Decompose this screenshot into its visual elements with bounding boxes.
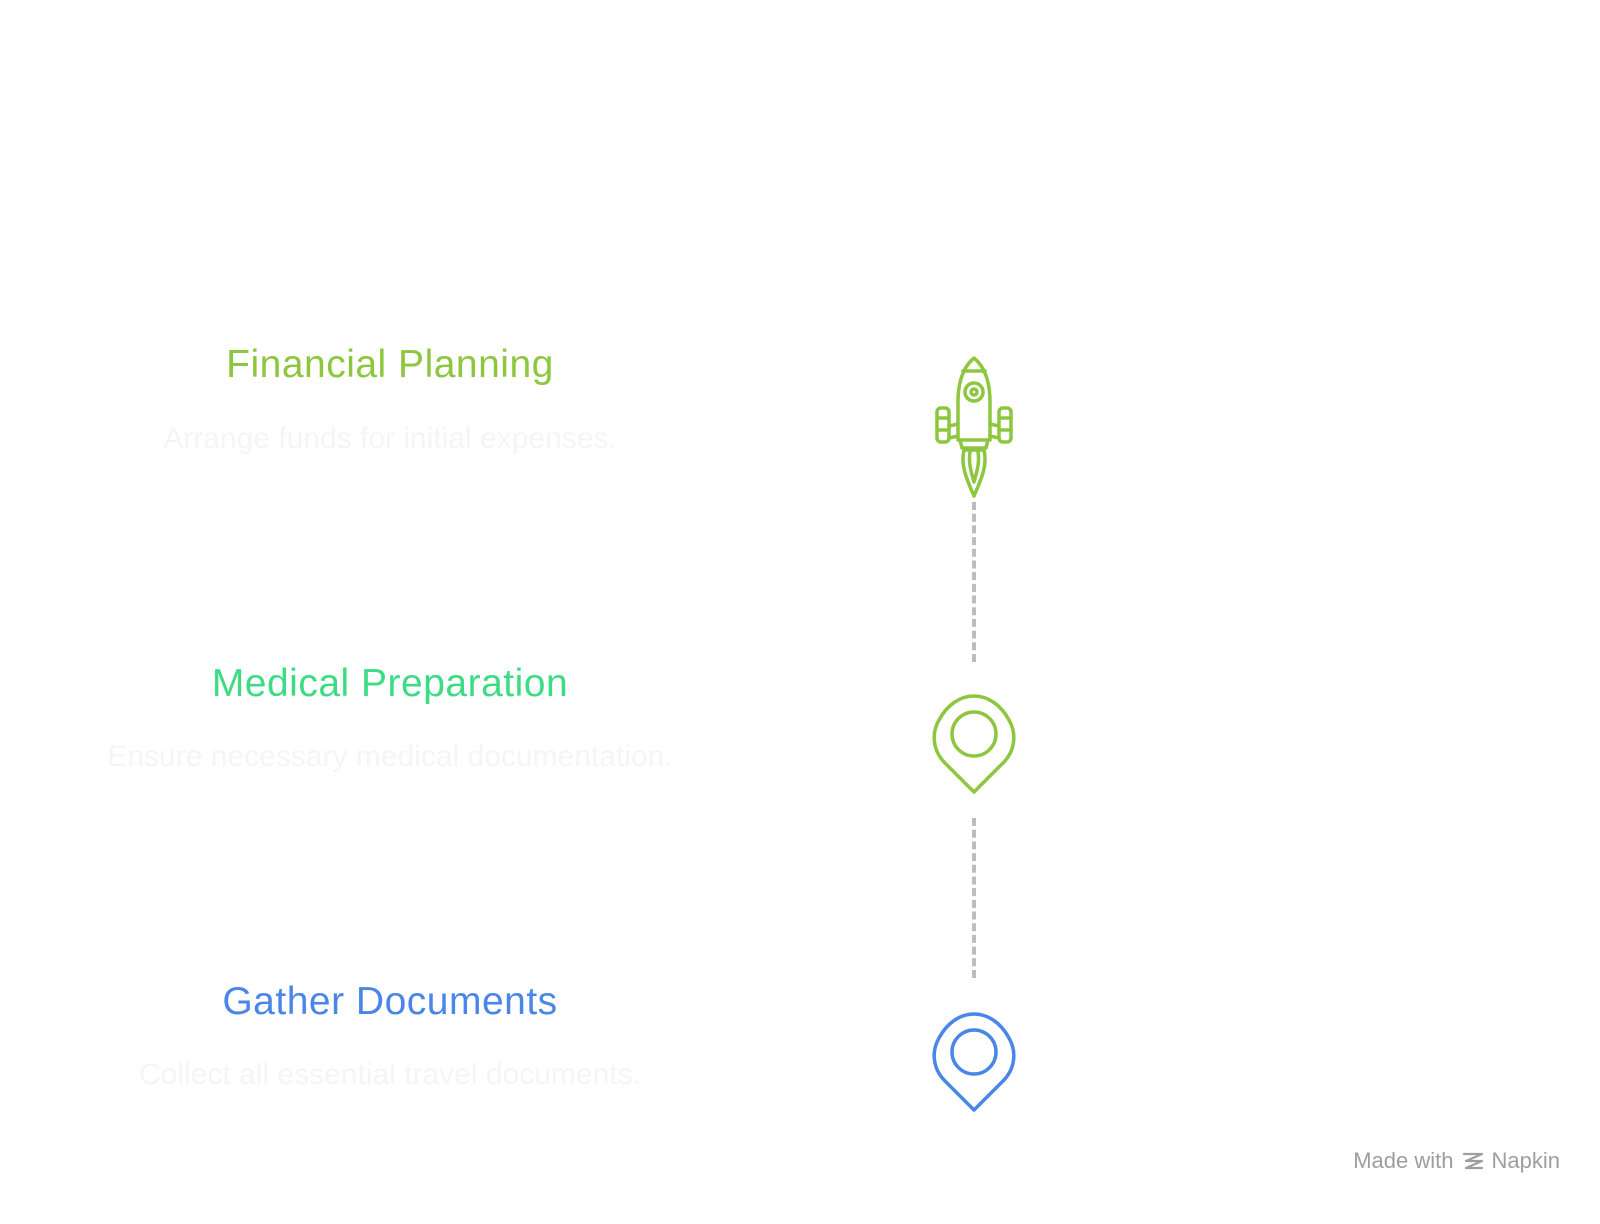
step-description-financial-planning: Arrange funds for initial expenses. — [163, 422, 617, 455]
location-pin-icon — [929, 1008, 1019, 1114]
location-pin-icon — [929, 690, 1019, 796]
step-title-medical-preparation: Medical Preparation — [211, 662, 569, 705]
step-title-gather-documents: Gather Documents — [222, 980, 558, 1023]
rocket-icon — [932, 354, 1016, 500]
watermark-prefix: Made with — [1353, 1148, 1454, 1173]
napkin-logo-icon — [1462, 1150, 1484, 1172]
connector-line — [972, 502, 976, 662]
connector-line — [972, 818, 976, 978]
step-description-gather-documents: Collect all essential travel documents. — [139, 1058, 641, 1091]
step-description-medical-preparation: Ensure necessary medical documentation. — [107, 740, 673, 773]
watermark-brand: Napkin — [1491, 1148, 1560, 1173]
step-title-financial-planning: Financial Planning — [226, 343, 554, 386]
watermark: Made with Napkin — [1353, 1148, 1560, 1174]
